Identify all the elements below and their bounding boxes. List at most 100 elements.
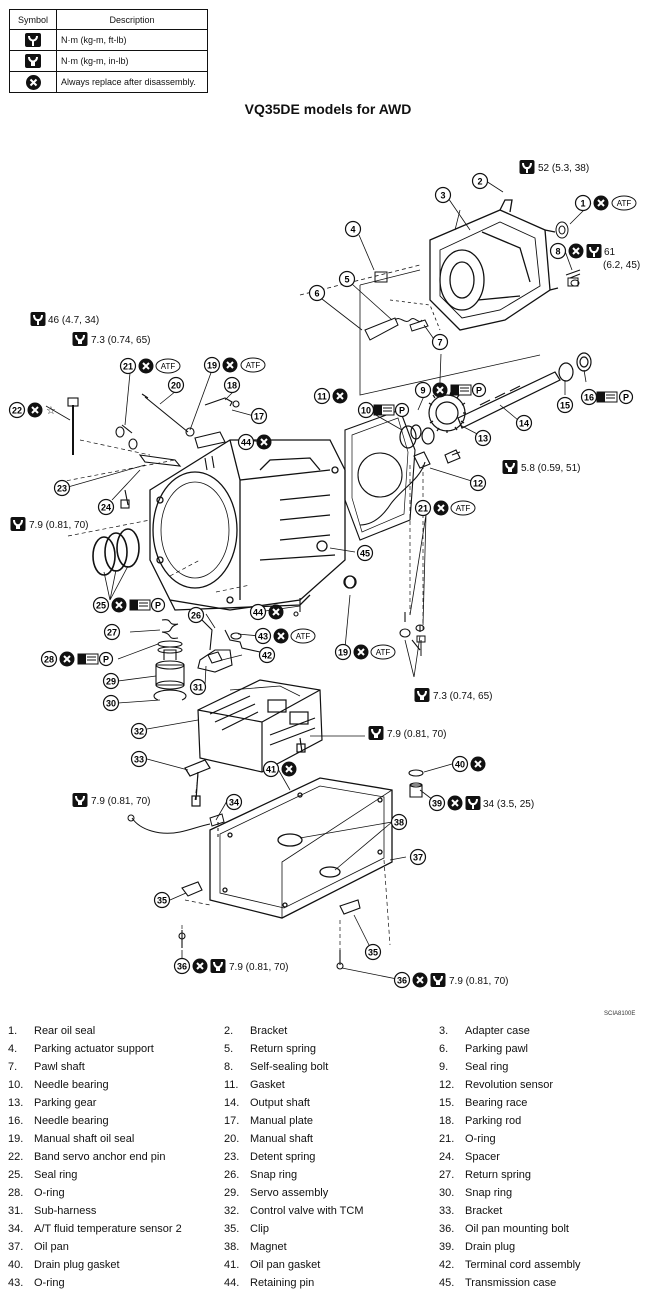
atf-marker: ATF <box>611 195 637 211</box>
callout-15: 15 <box>556 396 574 414</box>
torque-wrench-small-icon <box>9 50 57 72</box>
callout-36: 36 <box>173 957 191 975</box>
svg-text:2: 2 <box>477 177 482 187</box>
grease-icon <box>129 599 151 611</box>
svg-text:1: 1 <box>580 199 585 209</box>
torque-wrench-icon <box>9 29 57 51</box>
part-number: 26. <box>224 1169 240 1181</box>
callout-16: 16 <box>580 388 598 406</box>
replace-part-icon <box>469 755 487 773</box>
star-marker: ☆ <box>46 405 56 417</box>
part-number: 27. <box>439 1169 455 1181</box>
figure-reference: SCIA8100E <box>604 1011 636 1017</box>
replace-part-icon <box>411 971 429 989</box>
part-name: Pawl shaft <box>34 1061 85 1073</box>
torque-wrench-icon <box>585 243 603 259</box>
part-name: Magnet <box>250 1241 287 1253</box>
parts-list-item: 45.Transmission case <box>439 1277 556 1293</box>
parts-list-item: 24.Spacer <box>439 1151 500 1167</box>
parts-list-item: 20.Manual shaft <box>224 1133 313 1149</box>
part-name: Snap ring <box>250 1169 298 1181</box>
transmission-case-drawing <box>149 439 357 611</box>
parts-list-item: 40.Drain plug gasket <box>8 1259 120 1275</box>
parts-list-item: 15.Bearing race <box>439 1097 527 1113</box>
part-name: O-ring <box>34 1187 65 1199</box>
part-name: Bracket <box>250 1025 288 1037</box>
svg-text:P: P <box>476 386 482 396</box>
part-name: Rear oil seal <box>34 1025 96 1037</box>
legend-header-symbol: Symbol <box>9 9 57 30</box>
parts-list-item: 10.Needle bearing <box>8 1079 109 1095</box>
part-number: 3. <box>439 1025 449 1037</box>
torque-wrench-icon <box>518 159 536 175</box>
parts-list-item: 27.Return spring <box>439 1169 531 1185</box>
svg-text:20: 20 <box>171 381 181 391</box>
atf-markers: ATF ATF ATF ATF ATF ATF <box>155 195 637 660</box>
replace-part-icon <box>9 71 57 93</box>
parts-list-item: 30.Snap ring <box>439 1187 512 1203</box>
atf-marker: ATF <box>290 628 316 644</box>
svg-text:6: 6 <box>314 289 319 299</box>
parts-list-item: 42. Terminal cord assembly <box>439 1259 581 1275</box>
replace-part-icon <box>592 194 610 212</box>
revolution-sensor-drawing <box>359 449 461 526</box>
replace-part-icon <box>110 596 128 614</box>
part-number: 11. <box>224 1079 239 1091</box>
svg-text:36: 36 <box>397 976 407 986</box>
torque-wrench-small-icon <box>501 459 519 475</box>
svg-text:ATF: ATF <box>246 361 261 370</box>
grease-icon <box>77 653 99 665</box>
part-name: Terminal cord assembly <box>465 1259 581 1271</box>
callout-12: 12 <box>469 474 487 492</box>
part-number: 33. <box>439 1205 455 1217</box>
svg-text:33: 33 <box>134 755 144 765</box>
callout-23: 23 <box>53 479 71 497</box>
part-number: 2. <box>224 1025 234 1037</box>
callout-29: 29 <box>102 672 120 690</box>
callout-44: 44 <box>237 433 255 451</box>
parts-list-item: 6.Parking pawl <box>439 1043 528 1059</box>
svg-text:22: 22 <box>12 406 22 416</box>
part-name: O-ring <box>465 1133 496 1145</box>
torque-spec: 7.9 (0.81, 70) <box>91 796 150 807</box>
torque-spec: 7.9 (0.81, 70) <box>29 520 88 531</box>
atf-marker: ATF <box>450 500 476 516</box>
parts-list-item: 29.Servo assembly <box>224 1187 328 1203</box>
callout-26: 26 <box>187 606 205 624</box>
parts-list-item: 37.Oil pan <box>8 1241 69 1257</box>
svg-text:16: 16 <box>584 393 594 403</box>
parts-list-item: 36.Oil pan mounting bolt <box>439 1223 569 1239</box>
svg-text:5: 5 <box>344 275 349 285</box>
part-name: O-ring <box>34 1277 65 1289</box>
part-number: 14. <box>224 1097 240 1109</box>
part-number: 35. <box>224 1223 240 1235</box>
replace-part-icon <box>255 433 273 451</box>
callout-39: 39 <box>428 794 446 812</box>
part-number: 42. <box>439 1259 455 1271</box>
part-name: Control valve with TCM <box>250 1205 364 1217</box>
callout-17: 17 <box>250 407 268 425</box>
svg-text:18: 18 <box>227 381 237 391</box>
replace-part-icon <box>331 387 349 405</box>
part-number: 25. <box>8 1169 24 1181</box>
legend-header-description: Description <box>56 9 208 30</box>
gasket-drawing <box>344 409 416 541</box>
part-name: Spacer <box>465 1151 500 1163</box>
replace-part-icon <box>446 794 464 812</box>
callout-28: 28 <box>40 650 58 668</box>
callout-10: 10 <box>357 401 375 419</box>
replace-part-icon <box>352 643 370 661</box>
callout-7: 7 <box>431 333 449 351</box>
part-name: Oil pan gasket <box>250 1259 321 1271</box>
atf-marker: ATF <box>240 357 266 373</box>
part-number: 10. <box>8 1079 24 1091</box>
callout-35-right: 35 <box>364 943 382 961</box>
callout-40: 40 <box>451 755 469 773</box>
callout-32: 32 <box>130 722 148 740</box>
svg-text:37: 37 <box>413 853 423 863</box>
part-number: 30. <box>439 1187 455 1199</box>
svg-text:44: 44 <box>253 608 263 618</box>
callout-21-right: 21 <box>414 499 432 517</box>
part-number: 22. <box>8 1151 24 1163</box>
grease-icon <box>373 404 395 416</box>
